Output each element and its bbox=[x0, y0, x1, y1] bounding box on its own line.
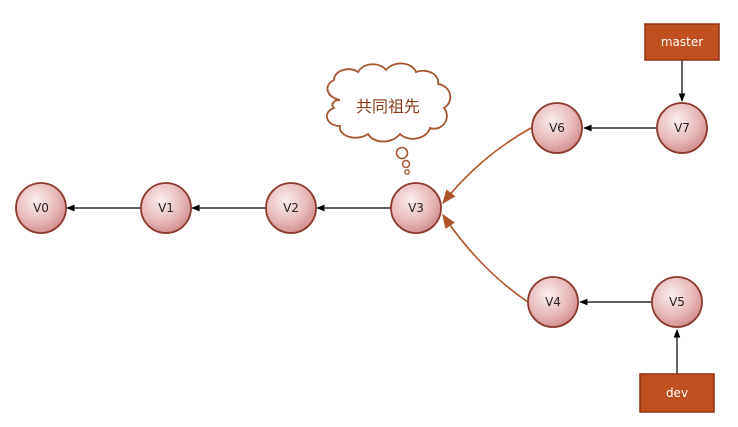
callout-bubble-small bbox=[404, 169, 410, 175]
common-ancestor-callout: 共同祖先 bbox=[326, 62, 452, 175]
branch-label-dev: dev bbox=[666, 386, 688, 400]
commit-v5: V5 bbox=[651, 276, 703, 328]
commit-label-v3: V3 bbox=[408, 201, 424, 215]
branch-master: master bbox=[644, 23, 720, 61]
commit-label-v1: V1 bbox=[158, 201, 174, 215]
commit-label-v0: V0 bbox=[33, 201, 49, 215]
commit-v6: V6 bbox=[531, 102, 583, 154]
commit-label-v4: V4 bbox=[545, 295, 561, 309]
link-v6-v3 bbox=[442, 127, 532, 205]
branch-label-master: master bbox=[661, 35, 703, 49]
callout-bubble-large bbox=[395, 146, 409, 160]
callout-cloud-shape bbox=[326, 62, 452, 143]
callout-text: 共同祖先 bbox=[356, 97, 420, 116]
callout-bubble-medium bbox=[401, 159, 411, 169]
link-v4-v3 bbox=[442, 213, 529, 303]
commit-v7: V7 bbox=[656, 102, 708, 154]
commit-v3: V3 bbox=[390, 182, 442, 234]
commit-label-v5: V5 bbox=[669, 295, 685, 309]
commit-v4: V4 bbox=[527, 276, 579, 328]
commit-label-v2: V2 bbox=[283, 201, 299, 215]
commit-label-v7: V7 bbox=[674, 121, 690, 135]
merge-links bbox=[442, 127, 532, 303]
commit-label-v6: V6 bbox=[549, 121, 565, 135]
commit-v1: V1 bbox=[140, 182, 192, 234]
commit-links bbox=[66, 60, 686, 374]
commit-v2: V2 bbox=[265, 182, 317, 234]
commit-v0: V0 bbox=[15, 182, 67, 234]
branch-dev: dev bbox=[639, 373, 715, 413]
